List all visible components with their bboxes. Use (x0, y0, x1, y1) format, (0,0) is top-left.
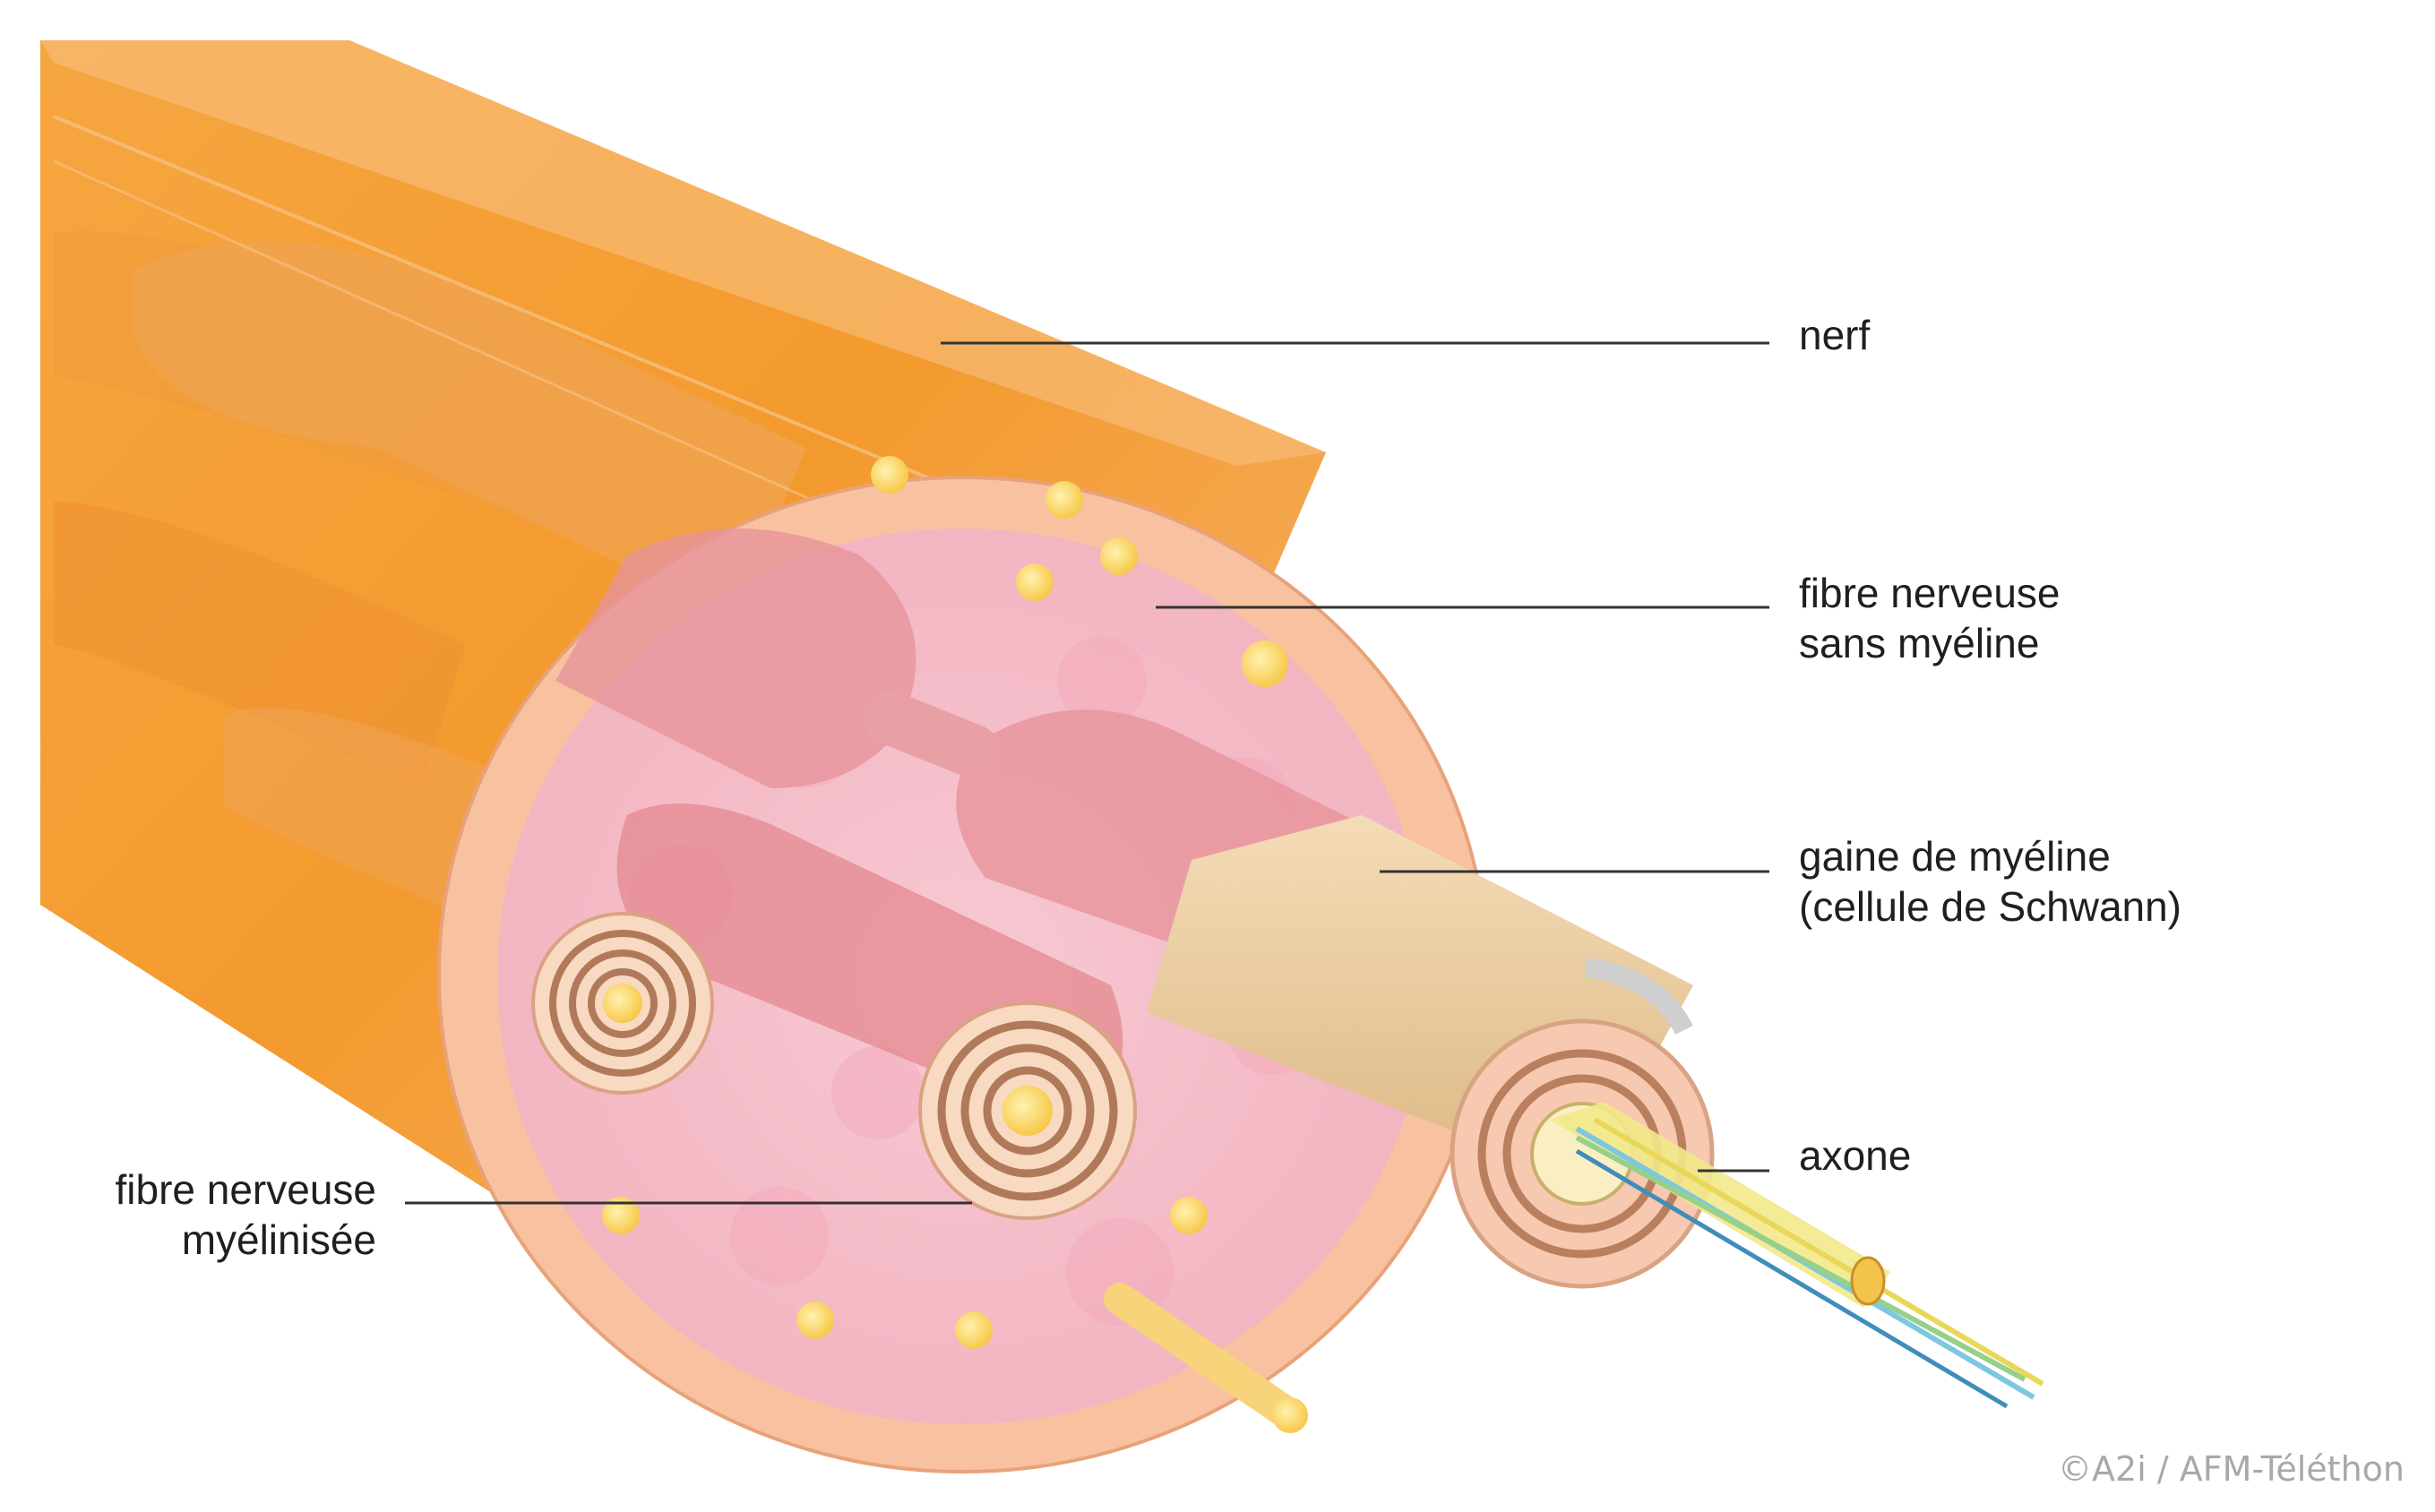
label-nerve-text: nerf (1799, 312, 1871, 358)
label-myelinated-line2: myélinisée (181, 1216, 376, 1263)
label-myelinated-line1: fibre nerveuse (115, 1166, 377, 1213)
leader-lines (405, 341, 1769, 1205)
protruding-unmyelinated-fiber (1104, 1283, 1308, 1433)
label-myelin-line2: (cellule de Schwann) (1799, 883, 2182, 930)
unmyelinated-fibers (602, 456, 1288, 1349)
label-nerve: nerf (1799, 310, 1870, 360)
label-axon-text: axone (1799, 1132, 1912, 1179)
myelin-sheath (1147, 815, 1715, 1289)
axon (1550, 1102, 2044, 1409)
image-credit: ©A2i / AFM-Téléthon (2058, 1449, 2405, 1489)
label-unmyelinated-line1: fibre nerveuse (1799, 570, 2061, 616)
label-unmyelinated-fiber: fibre nerveuse sans myéline (1799, 568, 2061, 668)
label-myelin-line1: gaine de myéline (1799, 833, 2111, 880)
label-axon: axone (1799, 1130, 1911, 1181)
label-myelin-sheath: gaine de myéline (cellule de Schwann) (1799, 831, 2181, 932)
label-unmyelinated-line2: sans myéline (1799, 620, 2040, 666)
myelinated-fiber-cross-sections (531, 912, 1137, 1220)
label-myelinated-fiber: fibre nerveuse myélinisée (54, 1164, 377, 1265)
